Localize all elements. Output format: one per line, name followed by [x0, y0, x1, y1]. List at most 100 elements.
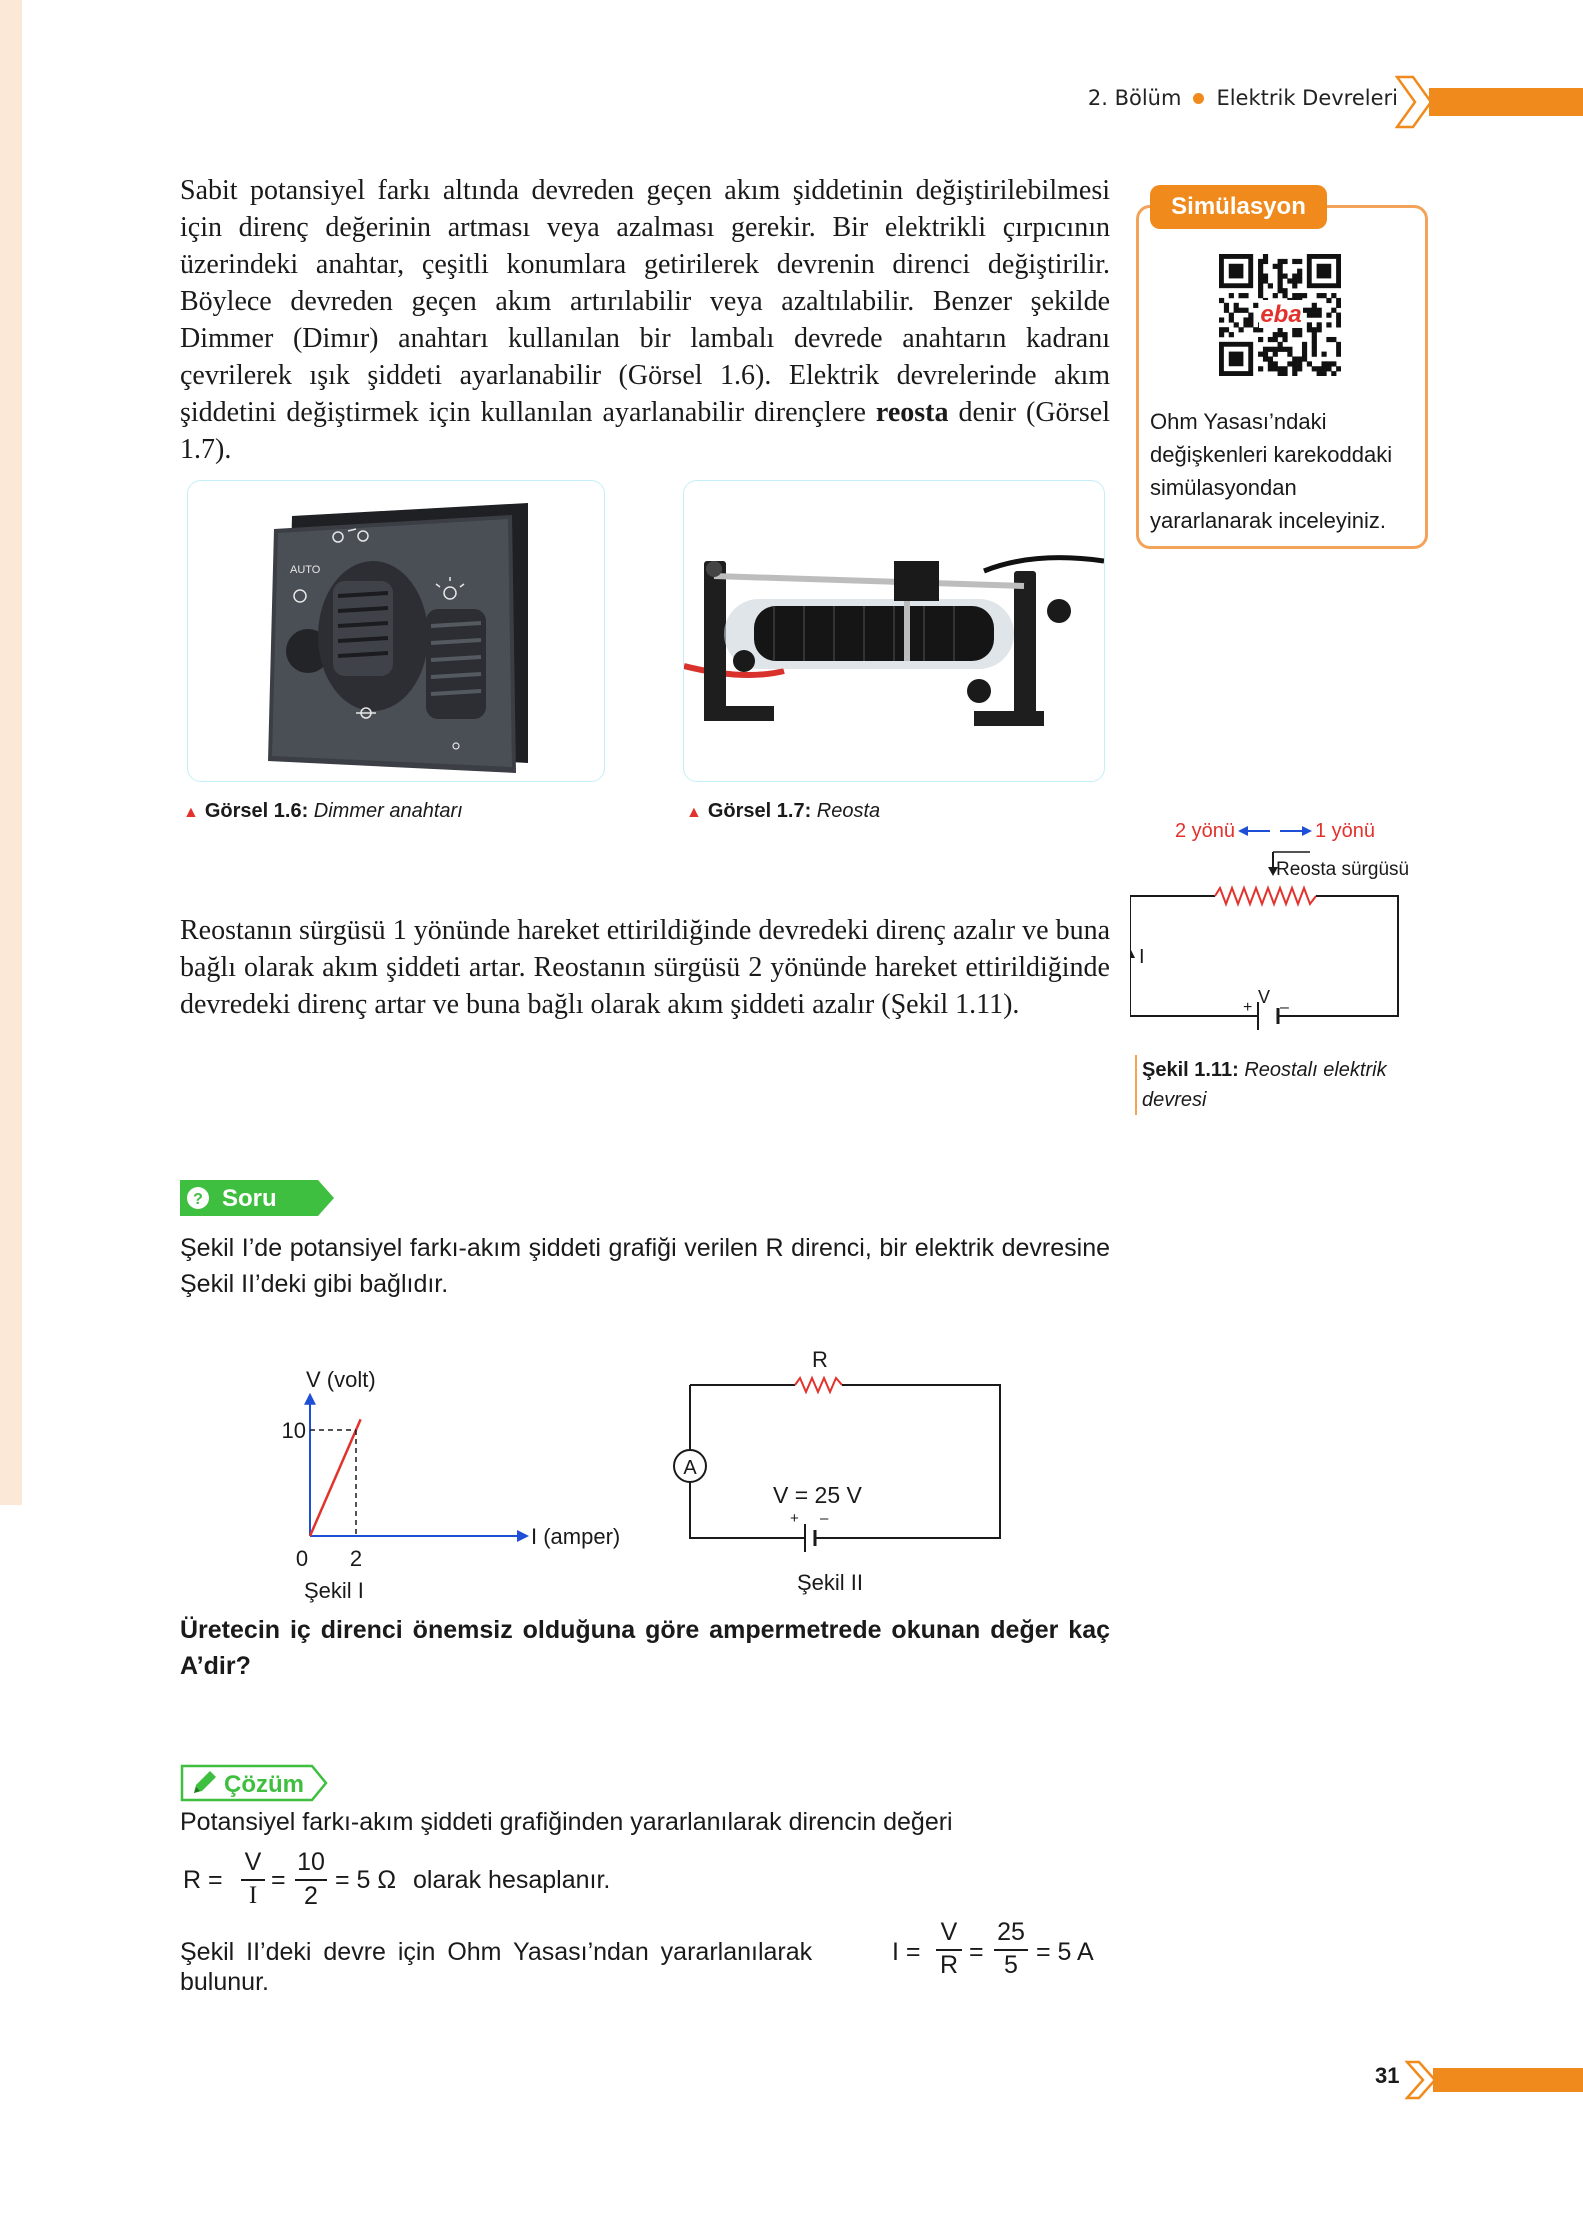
figure-2-circuit: R A V = 25 V + – Şekil II — [673, 1347, 1001, 1595]
slider-arrow-icon — [1268, 867, 1278, 876]
photo2-caption: ▲ Görsel 1.7: Reosta — [686, 800, 880, 823]
figure-1-11-circuit: 2 yönü 1 yönü Reosta sürgüsü I V + – — [1130, 820, 1409, 1030]
r-lhs: R = — [183, 1866, 223, 1894]
section-title: Elektrik Devreleri — [1216, 86, 1398, 110]
photo1-caption-label: Görsel 1.6: — [204, 800, 309, 822]
i-lhs: I = — [892, 1938, 921, 1966]
intro-text: Sabit potansiyel farkı altında devreden … — [180, 175, 1110, 428]
triangle-icon: ▲ — [686, 804, 702, 821]
resistance-equation: R = V I = 10 2 = 5 Ω olarak hesaplanır. — [183, 1848, 703, 1914]
frac3-denominator: R — [939, 1951, 959, 1979]
figure-1-11-caption: Şekil 1.11: Reostalı elektrik devresi — [1135, 1055, 1442, 1115]
resistor-symbol — [794, 1375, 843, 1395]
intro-paragraph: Sabit potansiyel farkı altında devreden … — [180, 172, 1110, 468]
y-axis-arrow-icon — [304, 1392, 316, 1405]
frac3-numerator: V — [940, 1918, 958, 1946]
chevron-icon — [1405, 2060, 1437, 2100]
pencil-icon — [194, 1771, 216, 1793]
y-tick-label: 10 — [282, 1418, 306, 1443]
chevron-icon — [1395, 75, 1433, 129]
battery-voltage-label: V — [1258, 987, 1270, 1007]
solution-tag: Çözüm — [180, 1764, 328, 1802]
simulation-text: Ohm Yasası’ndaki değişkenleri karekoddak… — [1150, 409, 1393, 533]
plus-sign: + — [1243, 999, 1252, 1016]
label-auto: AUTO — [290, 564, 321, 576]
i-result: = 5 A — [1036, 1938, 1094, 1966]
question-icon-glyph: ? — [193, 1191, 203, 1208]
minus-sign: – — [820, 1510, 829, 1527]
frac1-numerator: V — [244, 1848, 262, 1876]
battery-voltage-label: V = 25 V — [773, 1482, 863, 1508]
solution-line-1: Potansiyel farkı-akım şiddeti grafiğinde… — [180, 1808, 953, 1836]
frac1-denominator: I — [248, 1882, 258, 1909]
dir2-label: 2 yönü — [1175, 820, 1235, 842]
question-text: Şekil I’de potansiyel farkı-akım şiddeti… — [180, 1234, 1110, 1298]
fraction-bar — [994, 1949, 1028, 1951]
rheostat-paragraph: Reostanın sürgüsü 1 yönünde hareket etti… — [180, 915, 1110, 1020]
fraction-bar — [241, 1879, 265, 1881]
frac4-numerator: 25 — [997, 1918, 1025, 1946]
photo-rheostat — [683, 480, 1105, 782]
photo2-caption-text: Reosta — [816, 800, 881, 822]
plus-sign: + — [790, 1510, 799, 1527]
headlight-icon — [332, 528, 369, 543]
question-tag: ? Soru — [180, 1180, 334, 1216]
minus-sign: – — [1280, 999, 1289, 1016]
rheostat-slider — [894, 561, 939, 601]
header-arrow-tab — [1395, 75, 1583, 129]
dim-low-icon — [452, 742, 460, 750]
header-tab-bar — [1429, 88, 1583, 116]
resistor-label: R — [812, 1347, 828, 1372]
current-label: I — [1139, 946, 1145, 968]
footer-arrow-tab — [1405, 2060, 1583, 2100]
fraction-bar — [295, 1879, 327, 1881]
bullet-icon — [1193, 92, 1205, 104]
qr-code[interactable]: eba — [1219, 254, 1341, 376]
x-axis-label: I (amper) — [531, 1524, 620, 1549]
eba-logo: eba — [1260, 301, 1301, 328]
ammeter-label: A — [683, 1457, 697, 1479]
dim-icon — [356, 707, 376, 719]
footer-tab-bar — [1433, 2068, 1583, 2092]
x-axis-arrow-icon — [517, 1530, 529, 1542]
simulation-tag: Simülasyon — [1150, 185, 1327, 229]
fraction-bar — [936, 1949, 962, 1951]
x-tick-label: 2 — [350, 1546, 362, 1571]
running-header: 2. Bölüm Elektrik Devreleri — [1088, 86, 1398, 110]
photo1-caption: ▲ Görsel 1.6: Dimmer anahtarı — [183, 800, 463, 823]
off-icon — [293, 589, 307, 603]
term-reosta: reosta — [875, 397, 949, 428]
rheostat-symbol — [1214, 885, 1317, 907]
solution-tag-label: Çözüm — [224, 1771, 304, 1798]
chapter-label: 2. Bölüm — [1087, 86, 1182, 110]
left-margin-band — [0, 0, 22, 1505]
triangle-icon: ▲ — [183, 804, 199, 821]
ammeter-symbol — [673, 1449, 707, 1483]
question-bold: Üretecin iç direnci önemsiz olduğuna gör… — [180, 1616, 1110, 1680]
photo-dimmer-switch: AUTO — [187, 480, 605, 782]
arrow-left-icon — [1238, 826, 1248, 836]
question-tag-label: Soru — [222, 1185, 277, 1212]
fig-caption-label: Şekil 1.11: — [1142, 1059, 1239, 1081]
solution-line-4: bulunur. — [180, 1968, 269, 1996]
frac2-numerator: 10 — [297, 1848, 325, 1876]
current-equation-line: Şekil II’deki devre için Ohm Yasası’ndan… — [180, 1918, 1110, 1979]
resistance-coil — [754, 606, 994, 661]
slider-label: Reosta sürgüsü — [1276, 859, 1409, 880]
chart-caption: Şekil I — [304, 1578, 364, 1603]
vi-chart: V (volt) I (amper) 0 2 10 Şekil I — [282, 1367, 621, 1603]
arrow-right-icon — [1302, 826, 1312, 836]
photo2-caption-label: Görsel 1.7: — [707, 800, 812, 822]
r-result: = 5 Ω — [335, 1866, 397, 1894]
fig-caption-text: Reostalı elektrik devresi — [1142, 1059, 1387, 1111]
page-number: 31 — [1375, 2063, 1400, 2088]
equals-sign: = — [969, 1938, 984, 1966]
intro-text-end: denir (Görsel 1.7). — [180, 397, 1110, 465]
dir1-label: 1 yönü — [1315, 820, 1375, 842]
photo1-caption-text: Dimmer anahtarı — [313, 800, 463, 822]
question-icon — [187, 1187, 209, 1209]
frac4-denominator: 5 — [1004, 1951, 1018, 1979]
x-tick-label: 0 — [296, 1546, 308, 1571]
line3-prefix: Şekil II’deki devre için Ohm Yasası’ndan… — [180, 1938, 813, 1966]
rheostat-image — [683, 555, 1105, 726]
